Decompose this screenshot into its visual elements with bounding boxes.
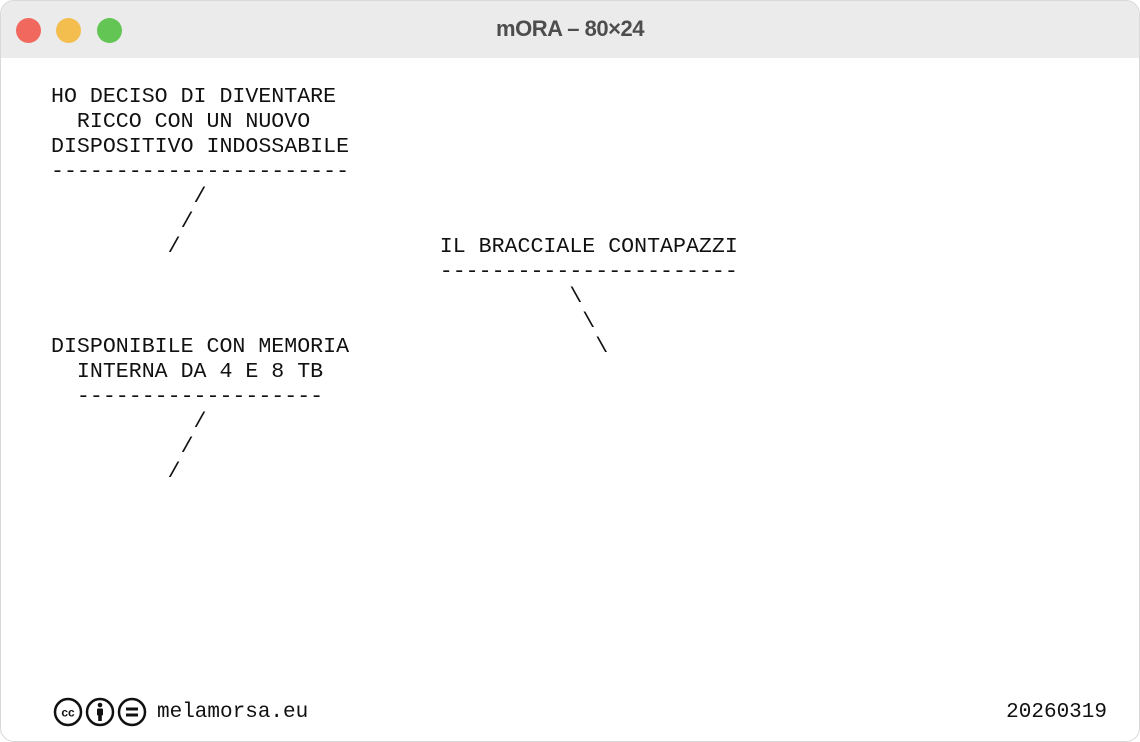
window-title: mORA – 80×24 xyxy=(496,16,644,41)
terminal-line: / xyxy=(51,210,194,234)
zoom-button[interactable] xyxy=(97,18,122,43)
terminal-line: / xyxy=(51,460,181,484)
terminal-line: / IL BRACCIALE CONTAPAZZI xyxy=(51,235,738,259)
terminal-line: / xyxy=(51,410,207,434)
license-badge: cc xyxy=(53,697,147,727)
terminal-line: DISPONIBILE CON MEMORIA \ xyxy=(51,335,609,359)
minimize-button[interactable] xyxy=(56,18,81,43)
by-attribution-icon xyxy=(85,697,115,727)
terminal-line: ----------------------- xyxy=(51,160,350,184)
terminal-content: HO DECISO DI DIVENTARE RICCO CON UN NUOV… xyxy=(51,85,738,485)
terminal-line: \ xyxy=(51,310,596,334)
terminal-line: ------------------- xyxy=(51,385,324,409)
terminal-line: ----------------------- xyxy=(51,260,738,284)
terminal-line: RICCO CON UN NUOVO xyxy=(51,110,311,134)
site-link[interactable]: melamorsa.eu xyxy=(157,700,309,724)
footer: cc melamorsa.eu 20260319 xyxy=(53,696,1107,728)
title-bar[interactable]: mORA – 80×24 xyxy=(1,1,1139,58)
terminal-line: / xyxy=(51,185,207,209)
terminal-line: DISPOSITIVO INDOSSABILE xyxy=(51,135,350,159)
cc-icon: cc xyxy=(53,697,83,727)
terminal-line: INTERNA DA 4 E 8 TB xyxy=(51,360,324,384)
date-stamp: 20260319 xyxy=(1006,700,1107,724)
terminal-line: \ xyxy=(51,285,583,309)
close-button[interactable] xyxy=(16,18,41,43)
nd-no-derivatives-icon xyxy=(117,697,147,727)
terminal-line: / xyxy=(51,435,194,459)
svg-text:cc: cc xyxy=(61,706,75,720)
terminal-line: HO DECISO DI DIVENTARE xyxy=(51,85,337,109)
